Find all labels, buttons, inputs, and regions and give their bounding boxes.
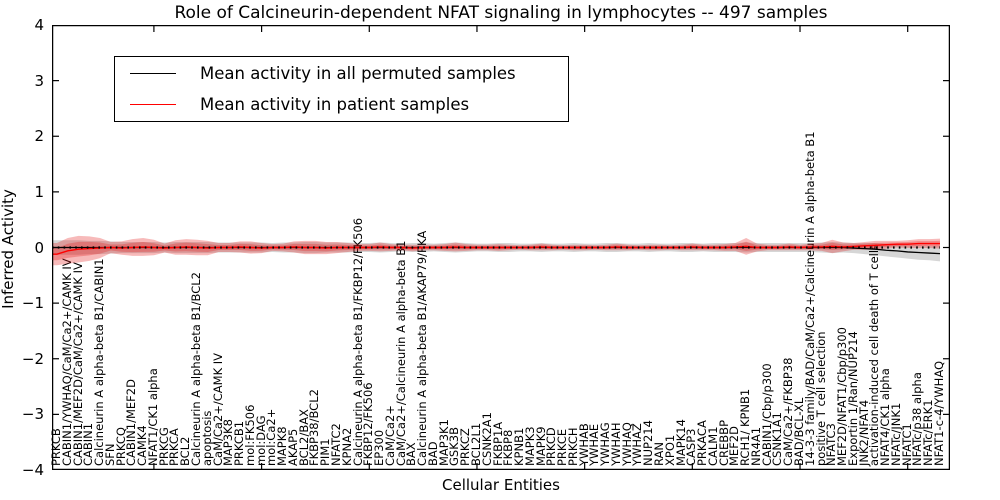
chart-title: Role of Calcineurin-dependent NFAT signa… <box>174 3 828 23</box>
legend-line-permuted <box>130 73 176 74</box>
legend-label-patient: Mean activity in patient samples <box>200 95 470 114</box>
y-tick-label: 3 <box>34 71 44 90</box>
legend-entry-permuted: Mean activity in all permuted samples <box>115 58 568 89</box>
y-tick-label: 1 <box>34 182 44 201</box>
y-tick-label: −2 <box>21 349 44 368</box>
legend-box: Mean activity in all permuted samples Me… <box>114 56 569 122</box>
plot-area: Mean activity in all permuted samples Me… <box>52 25 950 470</box>
y-tick-label: 2 <box>34 127 44 146</box>
y-tick-label: −4 <box>21 461 44 479</box>
legend-entry-patient: Mean activity in patient samples <box>115 89 568 120</box>
x-axis-label: Cellular Entities <box>442 476 560 494</box>
legend-label-permuted: Mean activity in all permuted samples <box>200 64 516 83</box>
legend-line-patient <box>130 104 176 105</box>
y-tick-label: −3 <box>21 405 44 424</box>
y-tick-label: 0 <box>34 238 44 257</box>
y-tick-label: −1 <box>21 294 44 313</box>
y-tick-label: 4 <box>34 16 44 34</box>
